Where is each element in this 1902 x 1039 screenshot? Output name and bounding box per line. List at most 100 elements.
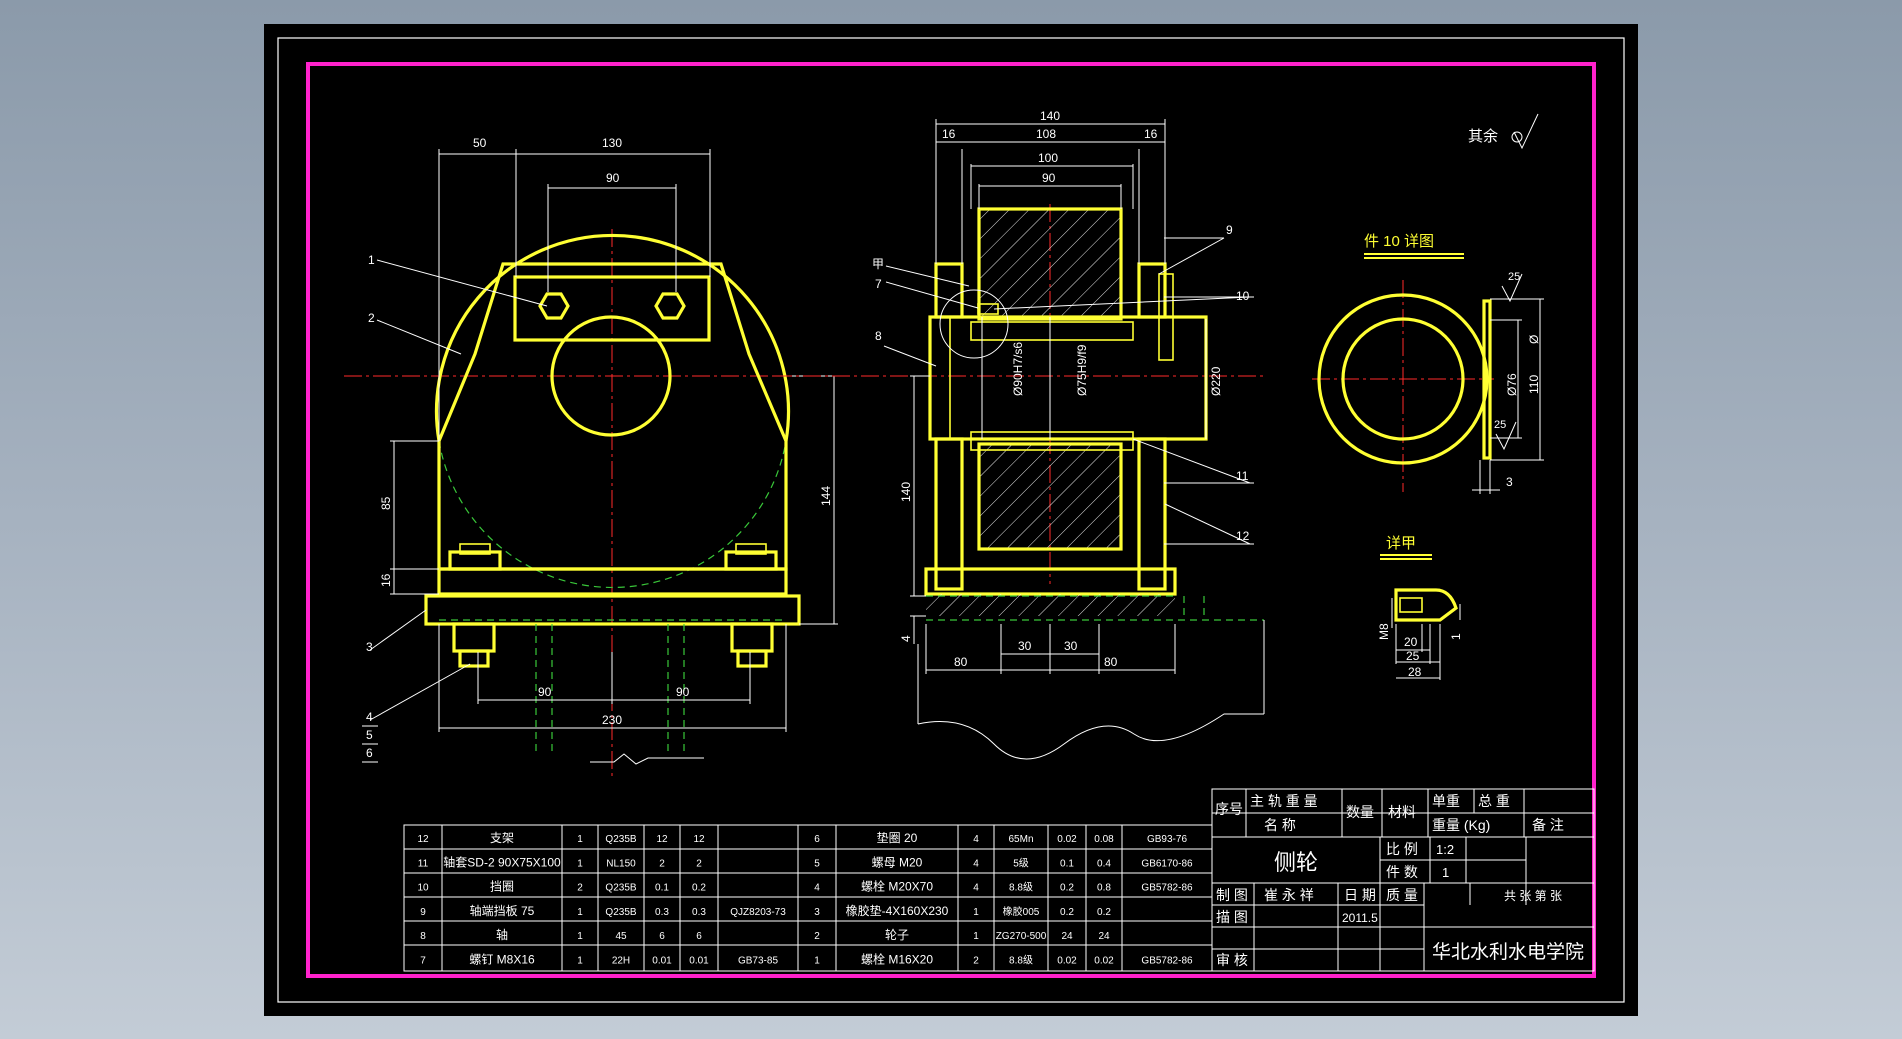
detail-10: 件 10 详图 25 25 Ø76 110 Ø 3 xyxy=(1312,233,1544,494)
detailA-title: 详甲 xyxy=(1386,535,1416,552)
d10-3: 3 xyxy=(1506,475,1513,489)
bom-cell: 8 xyxy=(420,931,426,942)
leader-jia: 甲 xyxy=(872,257,884,271)
bom-cell: 螺钉 M8X16 xyxy=(469,953,535,967)
frame-border xyxy=(306,62,1596,978)
school-name: 华北水利水电学院 xyxy=(1432,941,1584,963)
bom-cell: 2 xyxy=(814,931,820,942)
dim-100: 100 xyxy=(1038,151,1058,165)
bom-cell: 挡圈 xyxy=(490,880,514,894)
d10-0: Ø xyxy=(1527,335,1541,344)
bom-cell: GB5782-86 xyxy=(1141,956,1193,967)
bom-cell: 1 xyxy=(973,907,979,918)
dim-90-right: 90 xyxy=(676,685,690,699)
bom-cell: 螺母 M20 xyxy=(872,855,923,869)
part-name: 侧轮 xyxy=(1274,850,1318,875)
bom-cell: 1 xyxy=(577,858,583,869)
bom-cell: 0.4 xyxy=(1097,858,1111,869)
checked-label: 审 核 xyxy=(1216,952,1248,968)
dim-90-left: 90 xyxy=(538,685,552,699)
dA-1: 1 xyxy=(1449,633,1463,640)
hdr-name: 主 轨 重 量 xyxy=(1250,793,1318,809)
detail10-title: 件 10 详图 xyxy=(1364,233,1434,250)
bom-cell: 6 xyxy=(659,931,665,942)
d10-76: Ø76 xyxy=(1505,373,1519,396)
bom-cell: 0.02 xyxy=(1057,834,1077,845)
bom-cell: 24 xyxy=(1061,931,1073,942)
bom-cell: 螺栓 M16X20 xyxy=(861,952,933,967)
dim-130: 130 xyxy=(602,136,622,150)
bom-cell: 轴套SD-2 90X75X100 xyxy=(443,854,561,869)
dim-144: 144 xyxy=(819,486,833,506)
bom-cell: 0.02 xyxy=(1094,956,1114,967)
bom-cell: NL150 xyxy=(606,858,636,869)
dim-30b: 30 xyxy=(1064,639,1078,653)
hdr-weight-kg: 重量 (Kg) xyxy=(1432,817,1490,833)
hdr-name2: 名 称 xyxy=(1264,817,1296,833)
dim-108: 108 xyxy=(1036,127,1056,141)
dim-16: 16 xyxy=(379,573,393,587)
bom-cell: 0.01 xyxy=(689,956,709,967)
bom-cell: GB6170-86 xyxy=(1141,858,1193,869)
leader-2: 2 xyxy=(368,311,375,325)
bom-cell: 1 xyxy=(577,956,583,967)
bom-cell: 8.8级 xyxy=(1009,882,1033,894)
d10-r25b: 25 xyxy=(1494,419,1506,431)
bom-cell: 1 xyxy=(577,931,583,942)
bom-cell: 0.2 xyxy=(1060,883,1074,894)
detail-a: 详甲 M8 20 25 28 1 xyxy=(1377,535,1463,680)
bom-cell: 4 xyxy=(814,883,820,894)
bom-cell: 6 xyxy=(814,834,820,845)
bom-cell: 0.08 xyxy=(1094,834,1114,845)
bom-cell: 0.1 xyxy=(1060,858,1074,869)
bom-cell: 5级 xyxy=(1013,857,1029,869)
dA-20: 20 xyxy=(1404,635,1418,649)
bom-cell: 橡胶垫-4X160X230 xyxy=(846,903,949,918)
bom-cell: Q235B xyxy=(605,883,636,894)
bom-cell: 0.3 xyxy=(655,907,669,918)
mass-label: 质 量 xyxy=(1386,887,1418,903)
bom-cell: 垫圈 20 xyxy=(877,830,918,845)
bom-cell: 12 xyxy=(693,834,705,845)
bom-cell: 24 xyxy=(1098,931,1110,942)
dim-85: 85 xyxy=(379,496,393,510)
bom-cell: Q235B xyxy=(605,834,636,845)
bom-cell: 9 xyxy=(420,907,426,918)
bom-cell: 1 xyxy=(814,956,820,967)
bom-cell: GB73-85 xyxy=(738,956,778,967)
dim-30a: 30 xyxy=(1018,639,1032,653)
bom-cell: 7 xyxy=(420,956,426,967)
leader-6: 6 xyxy=(366,746,373,760)
dim-80b: 80 xyxy=(1104,655,1118,669)
title-block xyxy=(1211,788,1595,972)
leader-7: 7 xyxy=(875,277,882,291)
hdr-material: 材料 xyxy=(1388,804,1416,820)
scale-value: 1:2 xyxy=(1436,842,1454,857)
leader-3: 3 xyxy=(366,640,373,654)
front-view: 50 130 90 85 16 144 90 90 230 1 2 3 4 5 … xyxy=(344,136,844,779)
d10-110: 110 xyxy=(1527,375,1541,394)
count-value: 1 xyxy=(1442,865,1449,880)
bom-cell: 1 xyxy=(973,931,979,942)
dim-4: 4 xyxy=(899,635,913,642)
bom-cell: Q235B xyxy=(605,907,636,918)
bom-cell: QJZ8203-73 xyxy=(730,907,786,918)
hdr-unit-w: 单重 xyxy=(1432,793,1460,809)
fit-75: Ø75H9/f9 xyxy=(1075,344,1089,396)
leader-10: 10 xyxy=(1236,289,1250,303)
dA-m8: M8 xyxy=(1377,623,1391,640)
leader-11: 11 xyxy=(1236,469,1249,483)
bom-table xyxy=(403,824,1213,972)
bom-cell: 1 xyxy=(577,834,583,845)
dia-220: Ø220 xyxy=(1209,366,1223,396)
dim-16b: 16 xyxy=(1144,127,1158,141)
bom-cell: 5 xyxy=(814,858,820,869)
traced-label: 描 图 xyxy=(1216,909,1248,925)
date-value: 2011.5 xyxy=(1342,911,1378,925)
bom-cell: 2 xyxy=(659,858,665,869)
bom-cell: 螺栓 M20X70 xyxy=(861,879,933,894)
bom-cell: 2 xyxy=(696,858,702,869)
dim-80a: 80 xyxy=(954,655,968,669)
dim-230: 230 xyxy=(602,713,622,727)
bom-cell: 22H xyxy=(612,956,630,967)
